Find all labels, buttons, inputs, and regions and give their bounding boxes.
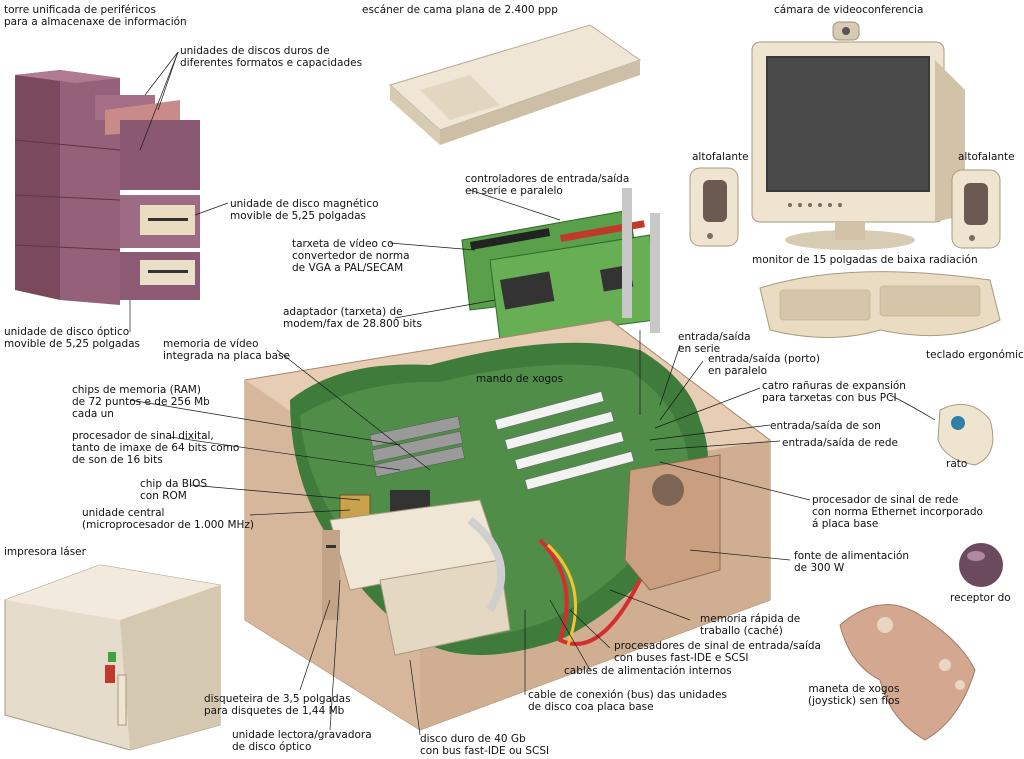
label-joystick: maneta de xogos(joystick) sen fíos: [808, 683, 900, 707]
label-dsp: procesador de sinal dixital,tanto de ima…: [72, 430, 240, 466]
label-monitor: monitor de 15 polgadas de baixa radiació…: [752, 254, 978, 266]
label-power-cables: cables de alimentación internos: [564, 665, 732, 677]
leader-lines: [129, 51, 811, 736]
expansion-cards: [461, 188, 660, 341]
speaker-left: [689, 167, 739, 247]
label-scanner: escáner de cama plana de 2.400 ppp: [362, 4, 558, 16]
label-mouse: rato: [946, 458, 968, 470]
flatbed-scanner: [389, 24, 642, 145]
ergonomic-keyboard: [759, 271, 1001, 338]
mouse: [889, 394, 994, 466]
label-speaker-left: altofalante: [692, 151, 749, 163]
label-ram: chips de memoria (RAM)de 72 puntos e de …: [72, 384, 210, 420]
label-webcam: cámara de videoconferencia: [774, 4, 924, 16]
wireless-joystick: [839, 604, 976, 741]
speaker-right: [951, 169, 1001, 249]
wireless-receiver: [959, 543, 1003, 587]
label-keyboard: teclado ergonómico: [926, 349, 1024, 361]
monitor: [751, 21, 965, 250]
label-receiver: receptor do: [950, 592, 1011, 604]
label-network-io: entrada/saída de rede: [782, 437, 899, 449]
laser-printer: [4, 564, 221, 751]
label-game-port: mando de xogos: [476, 373, 564, 385]
label-printer: impresora láser: [4, 546, 86, 558]
label-cpu: unidade central(microprocesador de 1.000…: [82, 507, 255, 531]
label-speaker-right: altofalante: [958, 151, 1015, 163]
computer-case: [244, 319, 771, 731]
storage-tower: [14, 70, 200, 305]
label-parallel-io: entrada/saída (porto)en paralelo: [708, 353, 821, 377]
label-sound-io: entrada/saída de son: [770, 420, 881, 432]
